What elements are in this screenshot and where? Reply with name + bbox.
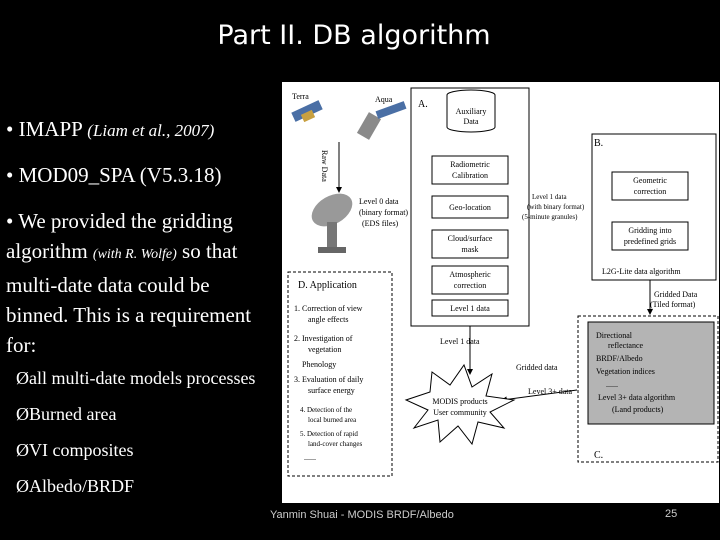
subbullet-arrow-icon: Ø bbox=[16, 368, 29, 388]
l2g-label: L2G-Lite data algorithm bbox=[602, 267, 681, 276]
subbullet-arrow-icon: Ø bbox=[16, 440, 29, 460]
app1b: angle effects bbox=[308, 315, 349, 324]
raw-data-label: Raw Data bbox=[320, 150, 329, 182]
app4a: 4. Detection of the bbox=[300, 406, 352, 414]
sat-terra-label: Terra bbox=[292, 92, 309, 101]
subbullet-arrow-icon: Ø bbox=[16, 404, 29, 424]
section-c-label: C. bbox=[594, 450, 603, 461]
app3a: 3. Evaluation of daily bbox=[294, 375, 363, 384]
subbullet-multidate: Øall multi-date models processes bbox=[16, 368, 255, 389]
section-a-label: A. bbox=[418, 99, 428, 110]
app4b: local burned area bbox=[308, 416, 357, 424]
modis-line2: User community bbox=[433, 408, 487, 417]
c-dots: ...... bbox=[606, 380, 618, 389]
aux-line2: Data bbox=[463, 117, 479, 126]
subbullet-label: all multi-date models processes bbox=[29, 368, 256, 388]
section-d-label: D. Application bbox=[298, 280, 357, 291]
app3b: surface energy bbox=[308, 386, 355, 395]
app5b: land-cover changes bbox=[308, 440, 362, 448]
l0-line1: Level 0 data bbox=[359, 197, 399, 206]
c-item1b: reflectance bbox=[608, 341, 644, 350]
bullet-mod09: • MOD09_SPA (V5.3.18) bbox=[6, 163, 222, 187]
subbullet-arrow-icon: Ø bbox=[16, 476, 29, 496]
gridded-line2: (Tiled format) bbox=[650, 300, 696, 309]
l1g-line3: (5-minute granules) bbox=[522, 213, 578, 221]
bullet-imapp: • IMAPP (Liam et al., 2007) bbox=[6, 114, 214, 146]
c-l3a: Level 3+ data algorithm bbox=[598, 393, 676, 402]
aux-line1: Auxiliary bbox=[456, 107, 487, 116]
radio-line1: Radiometric bbox=[450, 160, 490, 169]
bullet-imapp-main: IMAPP bbox=[18, 117, 88, 141]
cloud-line2: mask bbox=[462, 245, 479, 254]
bullet-gridding-pre: • We provided the gridding algorithm bbox=[6, 209, 233, 263]
subbullet-burned: ØBurned area bbox=[16, 404, 116, 425]
level3-label: Level 3+ data bbox=[528, 387, 572, 396]
satellite-dish-icon bbox=[311, 193, 353, 253]
c-item3: Vegetation indices bbox=[596, 367, 655, 376]
user-community-burst bbox=[404, 363, 516, 446]
bullet-gridding-post: so that multi-date data could be binned.… bbox=[6, 239, 252, 357]
app1a: 1. Correction of view bbox=[294, 304, 363, 313]
bullet-gridding-citation: (with R. Wolfe) bbox=[92, 247, 177, 262]
c-item1a: Directional bbox=[596, 331, 633, 340]
subbullet-vi: ØVI composites bbox=[16, 440, 133, 461]
app2a: 2. Investigation of bbox=[294, 334, 353, 343]
radio-line2: Calibration bbox=[452, 171, 488, 180]
atmos-line1: Atmospheric bbox=[449, 270, 491, 279]
algorithm-flow-diagram: Terra Aqua Raw Data Level 0 data (binary… bbox=[282, 82, 719, 503]
sat-aqua-label: Aqua bbox=[375, 95, 393, 104]
l0-line2: (binary format) bbox=[359, 208, 408, 217]
aqua-satellite-icon bbox=[356, 101, 407, 140]
subbullet-label: Albedo/BRDF bbox=[29, 476, 135, 496]
terra-satellite-icon bbox=[291, 100, 323, 123]
bullet-imapp-marker: • bbox=[6, 117, 19, 141]
grid-line2: predefined grids bbox=[624, 237, 676, 246]
app5a: 5. Detection of rapid bbox=[300, 430, 358, 438]
modis-line1: MODIS products bbox=[432, 397, 487, 406]
page-number: 25 bbox=[665, 508, 678, 520]
level1-label: Level 1 data bbox=[450, 304, 490, 313]
section-b-label: B. bbox=[594, 138, 603, 149]
slide-title: Part II. DB algorithm bbox=[217, 20, 491, 51]
subbullet-albedo: ØAlbedo/BRDF bbox=[16, 476, 134, 497]
l1g-line2: (with binary format) bbox=[527, 203, 585, 211]
app-dots: ...... bbox=[304, 453, 316, 462]
grid-line1: Gridding into bbox=[628, 226, 671, 235]
atmos-line2: correction bbox=[454, 281, 486, 290]
bullet-imapp-citation: (Liam et al., 2007) bbox=[87, 121, 215, 140]
subbullet-label: VI composites bbox=[29, 440, 134, 460]
app2b: vegetation bbox=[308, 345, 341, 354]
c-item2: BRDF/Albedo bbox=[596, 354, 643, 363]
gridded-short-label: Gridded data bbox=[516, 363, 558, 372]
geoloc-label: Geo-location bbox=[449, 203, 491, 212]
gridded-line1: Gridded Data bbox=[654, 290, 698, 299]
app2c: Phenology bbox=[302, 360, 336, 369]
level1b-label: Level 1 data bbox=[440, 337, 480, 346]
subbullet-label: Burned area bbox=[29, 404, 117, 424]
c-l3b: (Land products) bbox=[612, 405, 664, 414]
diagram-svg: Terra Aqua Raw Data Level 0 data (binary… bbox=[287, 87, 719, 477]
geo-line2: correction bbox=[634, 187, 666, 196]
cloud-line1: Cloud/surface bbox=[448, 234, 493, 243]
l0-line3: (EDS files) bbox=[362, 219, 399, 228]
l1g-line1: Level 1 data bbox=[532, 193, 567, 201]
bullet-gridding: • We provided the gridding algorithm (wi… bbox=[6, 206, 276, 360]
slide-footer: Yanmin Shuai - MODIS BRDF/Albedo bbox=[270, 509, 454, 521]
geo-line1: Geometric bbox=[633, 176, 667, 185]
